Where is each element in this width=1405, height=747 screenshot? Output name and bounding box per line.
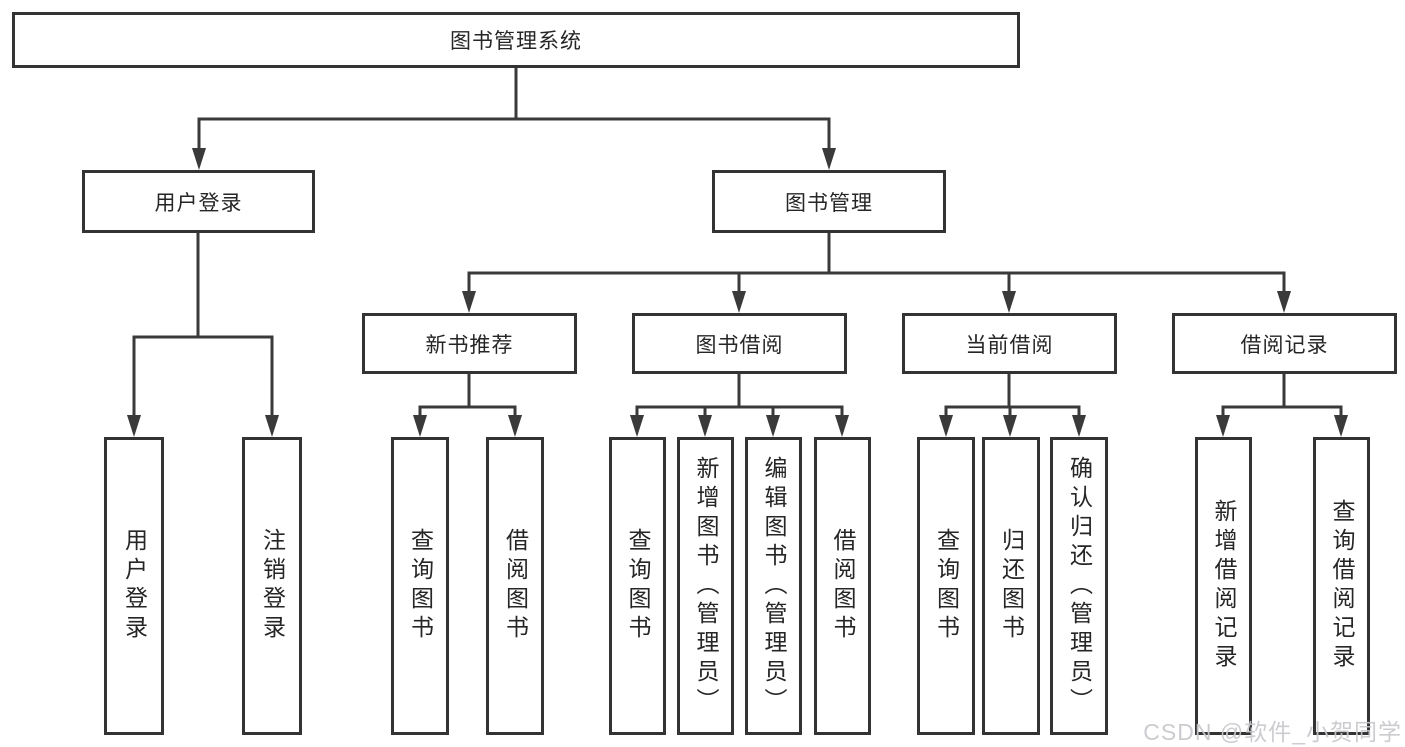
- leaf-records-add-record: 新增借阅记录: [1195, 437, 1252, 735]
- csdn-watermark: CSDN @软件_小贺同学: [1143, 719, 1402, 745]
- leaf-logout: 注销登录: [242, 437, 302, 735]
- leaf-current-confirm-return-admin: 确认归还（管理员）: [1050, 437, 1108, 735]
- node-book-management: 图书管理: [712, 170, 946, 233]
- leaf-user-login: 用户登录: [104, 437, 164, 735]
- node-current-borrow: 当前借阅: [902, 313, 1117, 374]
- node-user-login: 用户登录: [82, 170, 315, 233]
- leaf-current-return-books: 归还图书: [982, 437, 1040, 735]
- leaf-current-query-books: 查询图书: [917, 437, 975, 735]
- node-borrow-records: 借阅记录: [1172, 313, 1397, 374]
- node-new-book-recommend: 新书推荐: [362, 313, 577, 374]
- leaf-borrow-edit-books-admin: 编辑图书（管理员）: [745, 437, 802, 735]
- leaf-borrow-borrow-books: 借阅图书: [814, 437, 871, 735]
- node-root: 图书管理系统: [12, 12, 1020, 68]
- leaf-records-query-record: 查询借阅记录: [1313, 437, 1370, 735]
- leaf-recommend-query-books: 查询图书: [391, 437, 449, 735]
- leaf-recommend-borrow-books: 借阅图书: [486, 437, 544, 735]
- node-book-borrow: 图书借阅: [632, 313, 847, 374]
- leaf-borrow-query-books: 查询图书: [609, 437, 666, 735]
- leaf-borrow-add-books-admin: 新增图书（管理员）: [677, 437, 734, 735]
